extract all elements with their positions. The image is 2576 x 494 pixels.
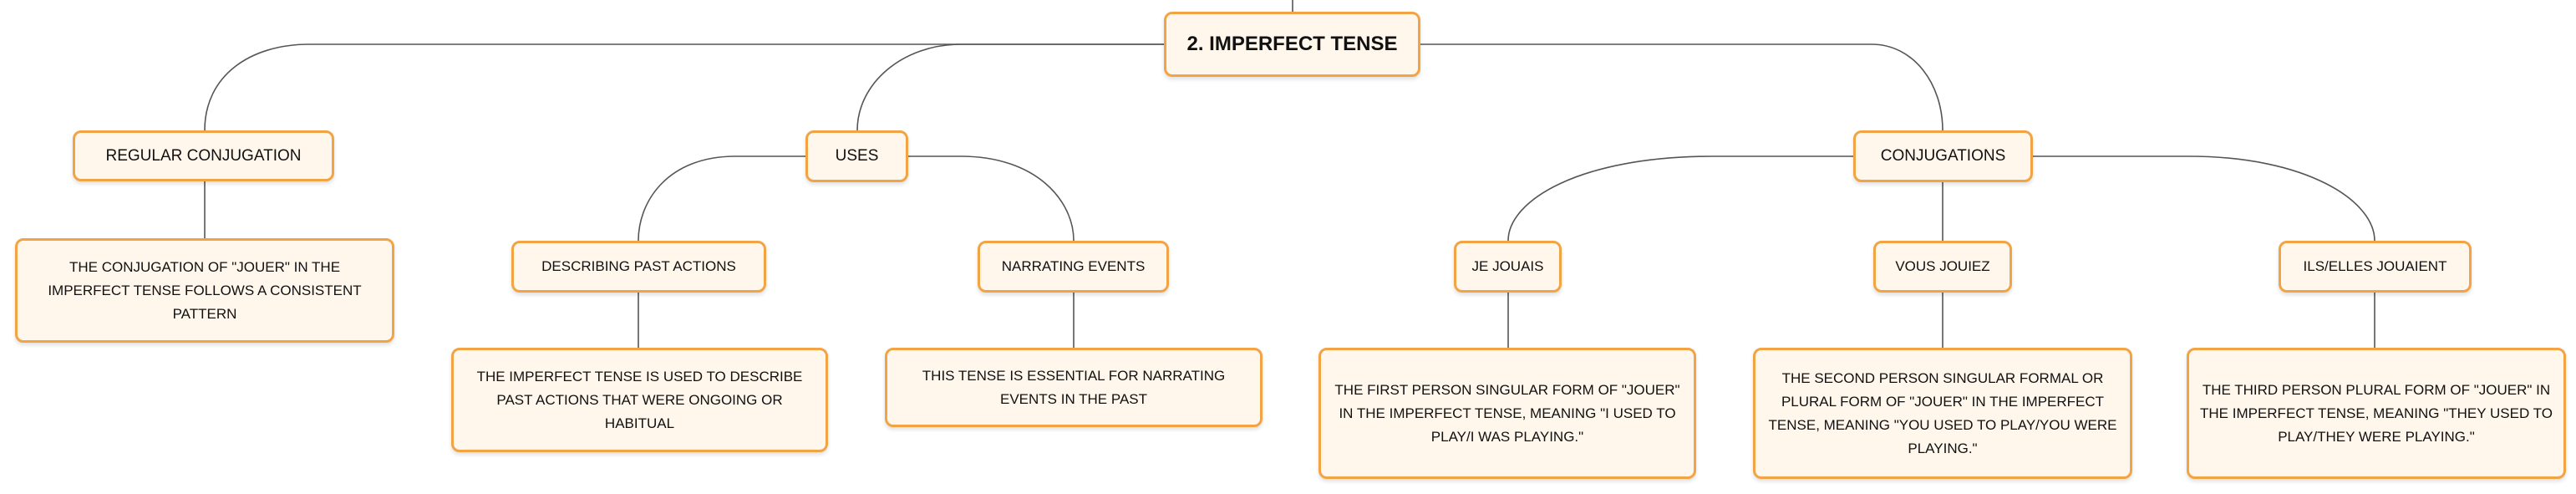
ils-elles-jouaient-label: ILS/ELLES JOUAIENT bbox=[2303, 258, 2447, 274]
narrating-events-detail[interactable]: THIS TENSE IS ESSENTIAL FOR NARRATING EV… bbox=[885, 348, 1263, 427]
regular-conjugation-node[interactable]: REGULAR CONJUGATION bbox=[73, 130, 334, 181]
je-jouais-detail[interactable]: THE FIRST PERSON SINGULAR FORM OF "JOUER… bbox=[1318, 348, 1696, 479]
root-node[interactable]: 2. IMPERFECT TENSE bbox=[1164, 12, 1420, 77]
edge-root-to-conjugations bbox=[1420, 43, 1943, 131]
vous-jouiez-label: VOUS JOUIEZ bbox=[1895, 258, 1990, 274]
je-jouais-label: JE JOUAIS bbox=[1471, 258, 1544, 274]
uses-label: USES bbox=[835, 147, 879, 165]
ils-elles-jouaient-node[interactable]: ILS/ELLES JOUAIENT bbox=[2279, 241, 2472, 293]
describing-past-actions-detail[interactable]: THE IMPERFECT TENSE IS USED TO DESCRIBE … bbox=[451, 348, 828, 452]
regular-conjugation-detail[interactable]: THE CONJUGATION OF "JOUER" IN THE IMPERF… bbox=[15, 238, 394, 343]
uses-node[interactable]: USES bbox=[805, 130, 908, 182]
edge-conjugations-to-ils bbox=[2033, 155, 2375, 242]
edge-root-to-regular-conjugation bbox=[204, 43, 1164, 131]
ils-elles-jouaient-detail[interactable]: THE THIRD PERSON PLURAL FORM OF "JOUER" … bbox=[2187, 348, 2566, 479]
edge-uses-to-narrating bbox=[908, 155, 1075, 242]
describing-past-actions-label: DESCRIBING PAST ACTIONS bbox=[541, 258, 736, 274]
edge-uses-to-describing bbox=[638, 155, 805, 242]
edge-conjugations-to-je bbox=[1507, 155, 1853, 242]
je-jouais-node[interactable]: JE JOUAIS bbox=[1454, 241, 1562, 293]
je-jouais-detail-text: THE FIRST PERSON SINGULAR FORM OF "JOUER… bbox=[1334, 381, 1680, 445]
conjugations-node[interactable]: CONJUGATIONS bbox=[1853, 130, 2033, 182]
root-label: 2. IMPERFECT TENSE bbox=[1186, 33, 1398, 55]
ils-elles-jouaient-detail-text: THE THIRD PERSON PLURAL FORM OF "JOUER" … bbox=[2200, 381, 2553, 445]
regular-conjugation-label: REGULAR CONJUGATION bbox=[105, 146, 302, 165]
describing-past-actions-detail-text: THE IMPERFECT TENSE IS USED TO DESCRIBE … bbox=[476, 368, 803, 431]
vous-jouiez-node[interactable]: VOUS JOUIEZ bbox=[1873, 241, 2012, 293]
narrating-events-detail-text: THIS TENSE IS ESSENTIAL FOR NARRATING EV… bbox=[922, 367, 1226, 407]
narrating-events-node[interactable]: NARRATING EVENTS bbox=[978, 241, 1169, 293]
vous-jouiez-detail[interactable]: THE SECOND PERSON SINGULAR FORMAL OR PLU… bbox=[1753, 348, 2132, 479]
narrating-events-label: NARRATING EVENTS bbox=[1001, 258, 1146, 274]
vous-jouiez-detail-text: THE SECOND PERSON SINGULAR FORMAL OR PLU… bbox=[1768, 369, 2117, 456]
describing-past-actions-node[interactable]: DESCRIBING PAST ACTIONS bbox=[511, 241, 766, 293]
conjugations-label: CONJUGATIONS bbox=[1880, 147, 2006, 165]
edge-root-to-uses bbox=[856, 43, 1164, 131]
regular-conjugation-detail-text: THE CONJUGATION OF "JOUER" IN THE IMPERF… bbox=[48, 258, 362, 322]
